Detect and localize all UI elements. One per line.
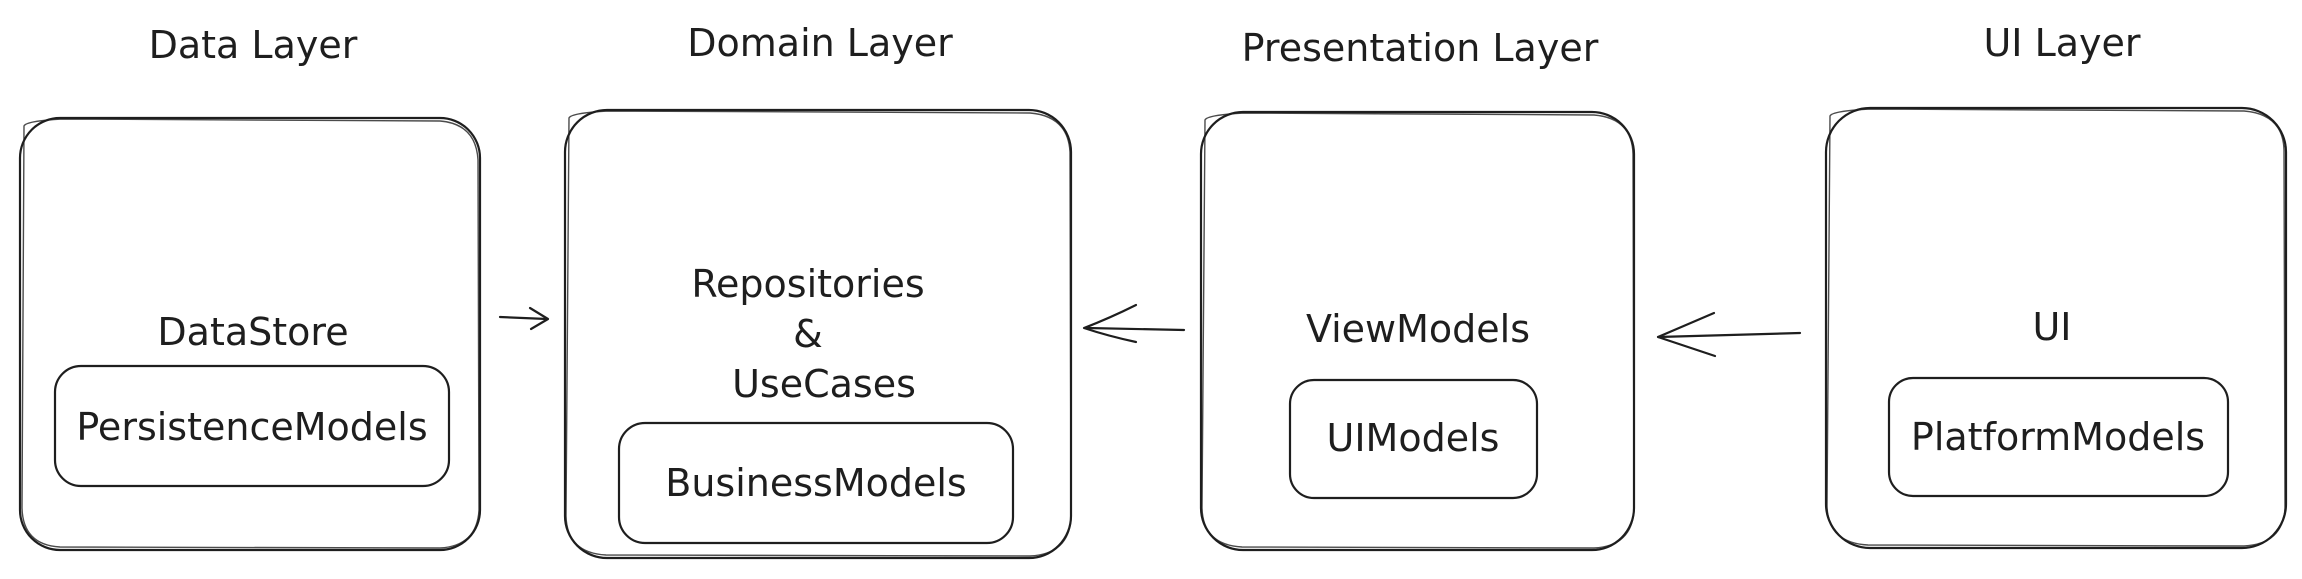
domain-layer xyxy=(563,108,1073,560)
platform-models-box xyxy=(1887,376,2230,498)
arrow-ui-to-presentation xyxy=(1656,311,1802,358)
ui-layer-box xyxy=(1824,106,2288,550)
presentation-layer-title: Presentation Layer xyxy=(1242,26,1599,70)
data-layer-title: Data Layer xyxy=(149,23,358,67)
ui-models-box xyxy=(1288,378,1539,500)
presentation-layer xyxy=(1199,110,1636,552)
viewmodels-label: ViewModels xyxy=(1306,307,1530,351)
arrow-data-to-domain xyxy=(498,306,550,331)
repositories-label: Repositories xyxy=(691,262,924,306)
ui-models-label: UIModels xyxy=(1327,416,1500,460)
data-layer-box xyxy=(18,116,482,552)
arrow-presentation-to-domain xyxy=(1082,303,1186,344)
ui-layer xyxy=(1824,106,2288,550)
usecases-label: UseCases xyxy=(732,362,916,406)
platform-models-label: PlatformModels xyxy=(1911,415,2205,459)
business-models-box xyxy=(617,421,1015,545)
datastore-label: DataStore xyxy=(157,310,348,354)
domain-layer-title: Domain Layer xyxy=(687,21,953,65)
persistence-models-box xyxy=(53,364,451,488)
data-layer xyxy=(18,116,482,552)
ampersand-label: & xyxy=(793,312,823,356)
ui-layer-title: UI Layer xyxy=(1983,21,2140,65)
persistence-models-label: PersistenceModels xyxy=(76,405,427,449)
ui-label: UI xyxy=(2032,305,2071,349)
business-models-label: BusinessModels xyxy=(665,461,966,505)
